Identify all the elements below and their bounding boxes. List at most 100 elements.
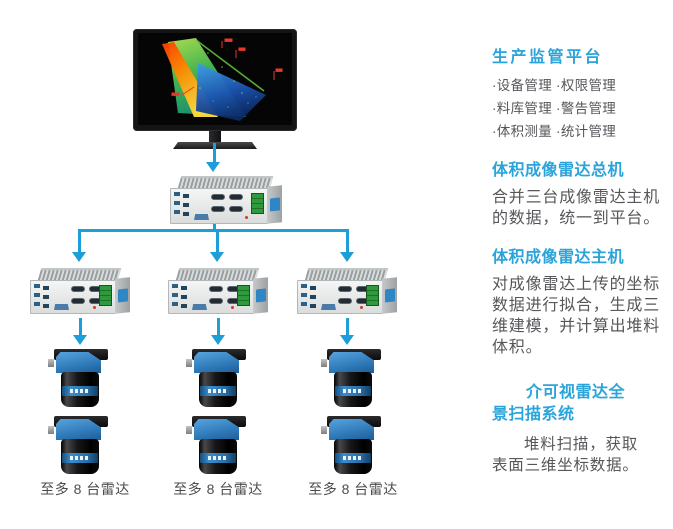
radar-cylinder-body (199, 439, 237, 474)
pc-power-led (93, 306, 96, 309)
radar-master-host (170, 176, 282, 224)
pc-brand-sticker (117, 288, 128, 303)
section-title: 介可视雷达全 景扫描系统 (492, 384, 626, 423)
pc-front-panel (170, 188, 268, 224)
radar-host-1 (30, 268, 130, 314)
radar-cable-connector (321, 359, 327, 367)
radar-unit (48, 416, 108, 474)
arrow-monitor-to-master (213, 143, 216, 163)
section-title: 体积成像雷达主机 (492, 249, 625, 266)
radar-head-housing (56, 352, 101, 373)
pc-com-port (211, 194, 225, 200)
radar-host-3 (297, 268, 397, 314)
feature-line: ·体积测量 ·统计管理 (492, 124, 617, 139)
radar-cable-connector (48, 426, 54, 434)
radar-brand-band (335, 386, 371, 396)
pc-terminal-block (251, 193, 264, 214)
section-production-platform: 生产监管平台 ·设备管理 ·权限管理 ·料库管理 ·警告管理 ·体积测量 ·统计… (492, 48, 672, 143)
pc-terminal-block (99, 285, 112, 306)
radar-head-housing (194, 419, 239, 440)
radar-cable-connector (186, 359, 192, 367)
radar-cylinder-body (334, 372, 372, 407)
pc-usb-ports (172, 284, 188, 309)
pc-com-port (229, 194, 243, 200)
radar-unit (48, 349, 108, 407)
section-title: 体积成像雷达总机 (492, 162, 625, 179)
section-radar-host: 体积成像雷达主机 对成像雷达上传的坐标 数据进行拟合，生成三 维建模，并计算出堆… (492, 248, 672, 358)
pc-side-panel (115, 277, 130, 314)
arrowhead-icon (340, 252, 354, 262)
pc-front-panel (168, 280, 254, 314)
radar-unit (321, 349, 381, 407)
pc-com-port (338, 286, 352, 292)
arrowhead-icon (210, 252, 224, 262)
section-master-host: 体积成像雷达总机 合并三台成像雷达主机 的数据，统一到平台。 (492, 161, 672, 229)
arrowhead-icon (206, 162, 220, 172)
section-body: 对成像雷达上传的坐标 数据进行拟合，生成三 维建模，并计算出堆料 体积。 (492, 276, 661, 356)
radar-head-housing (194, 352, 239, 373)
pc-usb-ports (174, 192, 190, 217)
radar-unit (186, 349, 246, 407)
connector-master-stub (213, 224, 216, 231)
screen-annotation-marks (171, 38, 283, 96)
monitor (133, 29, 297, 131)
radar-host-2 (168, 268, 268, 314)
pc-vga-port (192, 304, 207, 310)
arrow-branch-left (78, 229, 81, 253)
pc-terminal-block (237, 285, 250, 306)
radar-cylinder-body (61, 372, 99, 407)
pc-brand-sticker (255, 288, 266, 303)
pc-usb-ports (34, 284, 50, 309)
pc-vga-port (321, 304, 336, 310)
pc-com-port (209, 298, 223, 304)
arrowhead-icon (72, 252, 86, 262)
pc-power-led (245, 216, 248, 219)
radar-cable-connector (321, 426, 327, 434)
arrowhead-icon (340, 335, 354, 345)
monitor-stand-neck (209, 131, 221, 142)
pc-com-port (338, 298, 352, 304)
radar-brand-band (62, 453, 98, 463)
feature-list: ·设备管理 ·权限管理 ·料库管理 ·警告管理 ·体积测量 ·统计管理 (492, 74, 672, 143)
pc-side-panel (253, 277, 268, 314)
radar-count-label-1: 至多 8 台雷达 (40, 481, 130, 497)
radar-brand-band (200, 453, 236, 463)
pc-com-port (209, 286, 223, 292)
radar-cylinder-body (334, 439, 372, 474)
pc-brand-sticker (269, 197, 280, 212)
monitor-screen (138, 33, 292, 125)
pc-com-port (71, 286, 85, 292)
radar-head-housing (329, 352, 374, 373)
feature-line: ·设备管理 ·权限管理 (492, 78, 617, 93)
radar-cable-connector (48, 359, 54, 367)
pc-com-port (229, 206, 243, 212)
radar-unit (186, 416, 246, 474)
pc-side-panel (382, 277, 397, 314)
arrowhead-icon (73, 335, 87, 345)
radar-brand-band (335, 453, 371, 463)
section-body: 合并三台成像雷达主机 的数据，统一到平台。 (492, 189, 661, 227)
radar-cylinder-body (199, 372, 237, 407)
pc-front-panel (297, 280, 383, 314)
radar-head-housing (56, 419, 101, 440)
arrow-branch-right (346, 229, 349, 253)
feature-line: ·料库管理 ·警告管理 (492, 101, 617, 116)
radar-brand-band (62, 386, 98, 396)
section-scan-system: 介可视雷达全 景扫描系统 堆料扫描，获取 表面三维坐标数据。 (492, 382, 672, 476)
arrow-host1-to-radars (79, 318, 82, 336)
radar-count-label-3: 至多 8 台雷达 (308, 481, 398, 497)
pc-usb-ports (301, 284, 317, 309)
radar-cylinder-body (61, 439, 99, 474)
arrow-host2-to-radars (217, 318, 220, 336)
radar-cable-connector (186, 426, 192, 434)
pc-vga-port (194, 214, 209, 220)
pc-brand-sticker (384, 288, 395, 303)
radar-brand-band (200, 386, 236, 396)
pc-side-panel (267, 185, 282, 224)
pc-com-port (211, 206, 225, 212)
pc-com-port (71, 298, 85, 304)
pc-power-led (231, 306, 234, 309)
pc-terminal-block (366, 285, 379, 306)
arrow-host3-to-radars (346, 318, 349, 336)
